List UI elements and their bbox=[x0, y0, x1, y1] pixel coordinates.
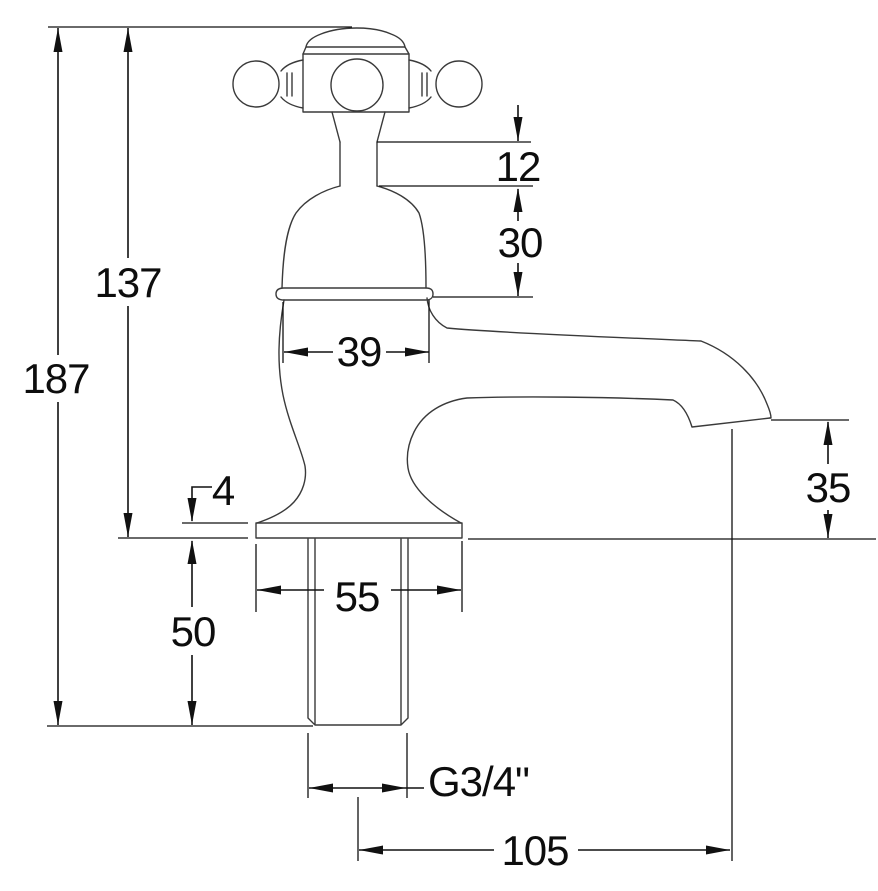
handle-arm-webs bbox=[280, 59, 432, 109]
valve-stem bbox=[339, 141, 378, 187]
handle-dome bbox=[305, 27, 406, 48]
bonnet-bell bbox=[281, 185, 427, 289]
handle-dome-base bbox=[302, 46, 410, 55]
overall-height-dim-label: 187 bbox=[22, 355, 89, 402]
arrow-12-down bbox=[513, 117, 523, 141]
tap-outline bbox=[232, 27, 772, 726]
arrow-4-down bbox=[187, 498, 197, 522]
dimension-labels: 187 137 4 50 12 30 39 35 55 G3/4" 105 bbox=[22, 143, 851, 874]
arrow-39-left bbox=[284, 347, 308, 357]
spout-reach-dim-label: 105 bbox=[501, 827, 568, 874]
arrow-35-bottom bbox=[823, 514, 833, 538]
arrow-105-left bbox=[359, 845, 383, 855]
stem-height-dim-label: 12 bbox=[496, 143, 541, 190]
arrow-187-top bbox=[53, 28, 63, 52]
arrow-30-bottom bbox=[513, 272, 523, 296]
arrow-137-top bbox=[123, 28, 133, 52]
arrow-35-top bbox=[823, 421, 833, 445]
bonnet-height-dim-label: 30 bbox=[498, 219, 543, 266]
arrow-105-right bbox=[706, 845, 730, 855]
spout-top-profile bbox=[426, 297, 772, 419]
arrow-55-right bbox=[437, 585, 461, 595]
reference-lines bbox=[47, 26, 876, 861]
handle-front-ball bbox=[330, 58, 384, 112]
dimension-lines bbox=[57, 28, 829, 851]
arrow-137-bottom bbox=[123, 513, 133, 537]
threaded-shank bbox=[307, 538, 409, 726]
handle-left-ball bbox=[232, 60, 280, 108]
thread-size-label: G3/4" bbox=[428, 758, 529, 805]
arrow-50-top bbox=[187, 540, 197, 564]
deck-flange bbox=[255, 522, 463, 539]
arrow-187-bottom bbox=[53, 701, 63, 725]
above-deck-height-dim-label: 137 bbox=[94, 259, 161, 306]
arrow-thread-right bbox=[382, 783, 406, 793]
handle-right-ball bbox=[435, 60, 483, 108]
dimension-arrowheads bbox=[53, 28, 833, 855]
flange-width-dim-label: 55 bbox=[335, 573, 380, 620]
body-left-profile bbox=[256, 299, 307, 524]
body-right-and-spout-underside bbox=[406, 396, 771, 524]
arrow-thread-left bbox=[309, 783, 333, 793]
shank-length-dim-label: 50 bbox=[171, 608, 216, 655]
arrow-55-left bbox=[257, 585, 281, 595]
arrow-39-right bbox=[405, 347, 429, 357]
arrow-50-bottom bbox=[187, 701, 197, 725]
handle-hub bbox=[302, 53, 410, 113]
arrow-30-top bbox=[513, 188, 523, 212]
flange-thickness-dim-label: 4 bbox=[212, 467, 235, 514]
handle-arm-necks bbox=[286, 72, 428, 97]
spout-clearance-dim-label: 35 bbox=[806, 464, 851, 511]
handle-neck bbox=[331, 111, 386, 143]
bonnet-rim bbox=[275, 287, 434, 301]
bonnet-width-dim-label: 39 bbox=[337, 328, 382, 375]
